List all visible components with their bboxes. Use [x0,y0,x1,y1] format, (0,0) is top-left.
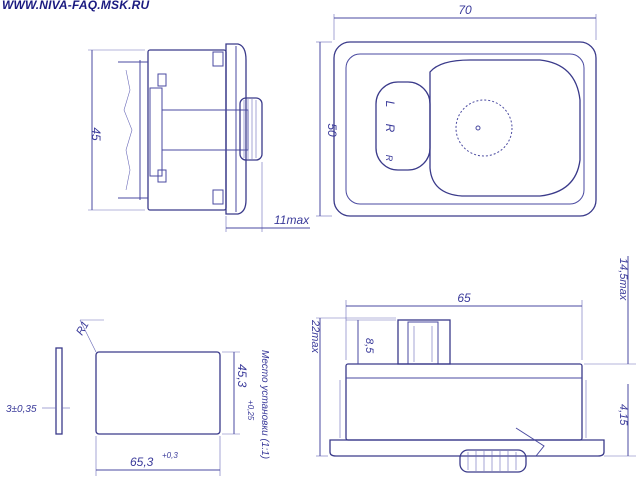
knob-label-R-small: R [384,155,394,162]
dim-45: 45 [89,127,103,141]
knob-label-R-large: R [383,124,397,133]
dim-70: 70 [458,3,472,17]
dim-45-3: 45,3 [235,364,249,388]
dim-14-5max: 14,5max [617,258,629,301]
dim-3: 3±0,35 [6,404,37,415]
bottom-view: 65 22max 8,5 14,5max 4,15 [309,256,636,473]
side-view: 45 11max [88,43,310,232]
dim-R1: R1 [74,319,91,337]
dim-11max: 11max [274,213,310,227]
knob-label-L: L [383,101,397,108]
cutout-note: Место установки (1:1) [259,350,270,459]
dim-8-5: 8,5 [363,338,375,354]
dim-22max: 22max [309,319,321,354]
dim-50: 50 [325,123,339,137]
dim-65: 65 [457,291,471,305]
watermark: WWW.NIVA-FAQ.MSK.RU [2,0,150,12]
dim-65-3: 65,3 [130,455,154,469]
dim-45-3-tol: +0,25 [246,400,255,421]
dim-4-15: 4,15 [617,404,629,426]
dim-65-3-tol: +0,3 [162,451,178,460]
mounting-cutout: 3±0,35 R1 65,3 +0,3 45,3 +0,25 Место уст… [6,319,270,476]
front-view: L R R 70 50 [316,3,597,217]
